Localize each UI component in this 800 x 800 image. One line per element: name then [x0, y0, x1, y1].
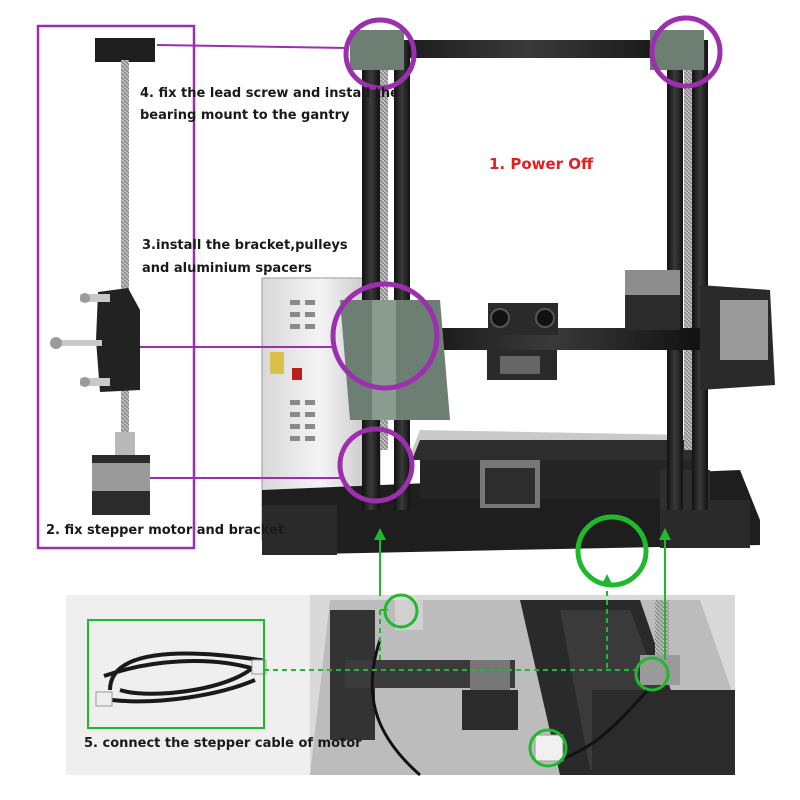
step-bracket-line2: and aluminium spacers [142, 261, 312, 276]
step-stepper-motor: 2. fix stepper motor and bracket [46, 523, 285, 538]
purple-connector-lines [140, 44, 349, 479]
x-gantry [340, 270, 775, 420]
stepper-cable [95, 651, 267, 707]
purple-highlight-circles [330, 15, 723, 504]
lead-screw-assembly [50, 38, 155, 515]
step-power-off: 1. Power Off [489, 155, 594, 173]
exploded-view-frame [36, 24, 196, 550]
step-connect-cable: 5. connect the stepper cable of motor [84, 736, 362, 751]
step-lead-screw-line2: bearing mount to the gantry [140, 108, 350, 123]
step-lead-screw-line1: 4. fix the lead screw and install the [140, 86, 399, 101]
step-bracket-line1: 3.install the bracket,pulleys [142, 238, 348, 253]
heated-bed [410, 430, 705, 460]
green-arrows [264, 528, 671, 671]
